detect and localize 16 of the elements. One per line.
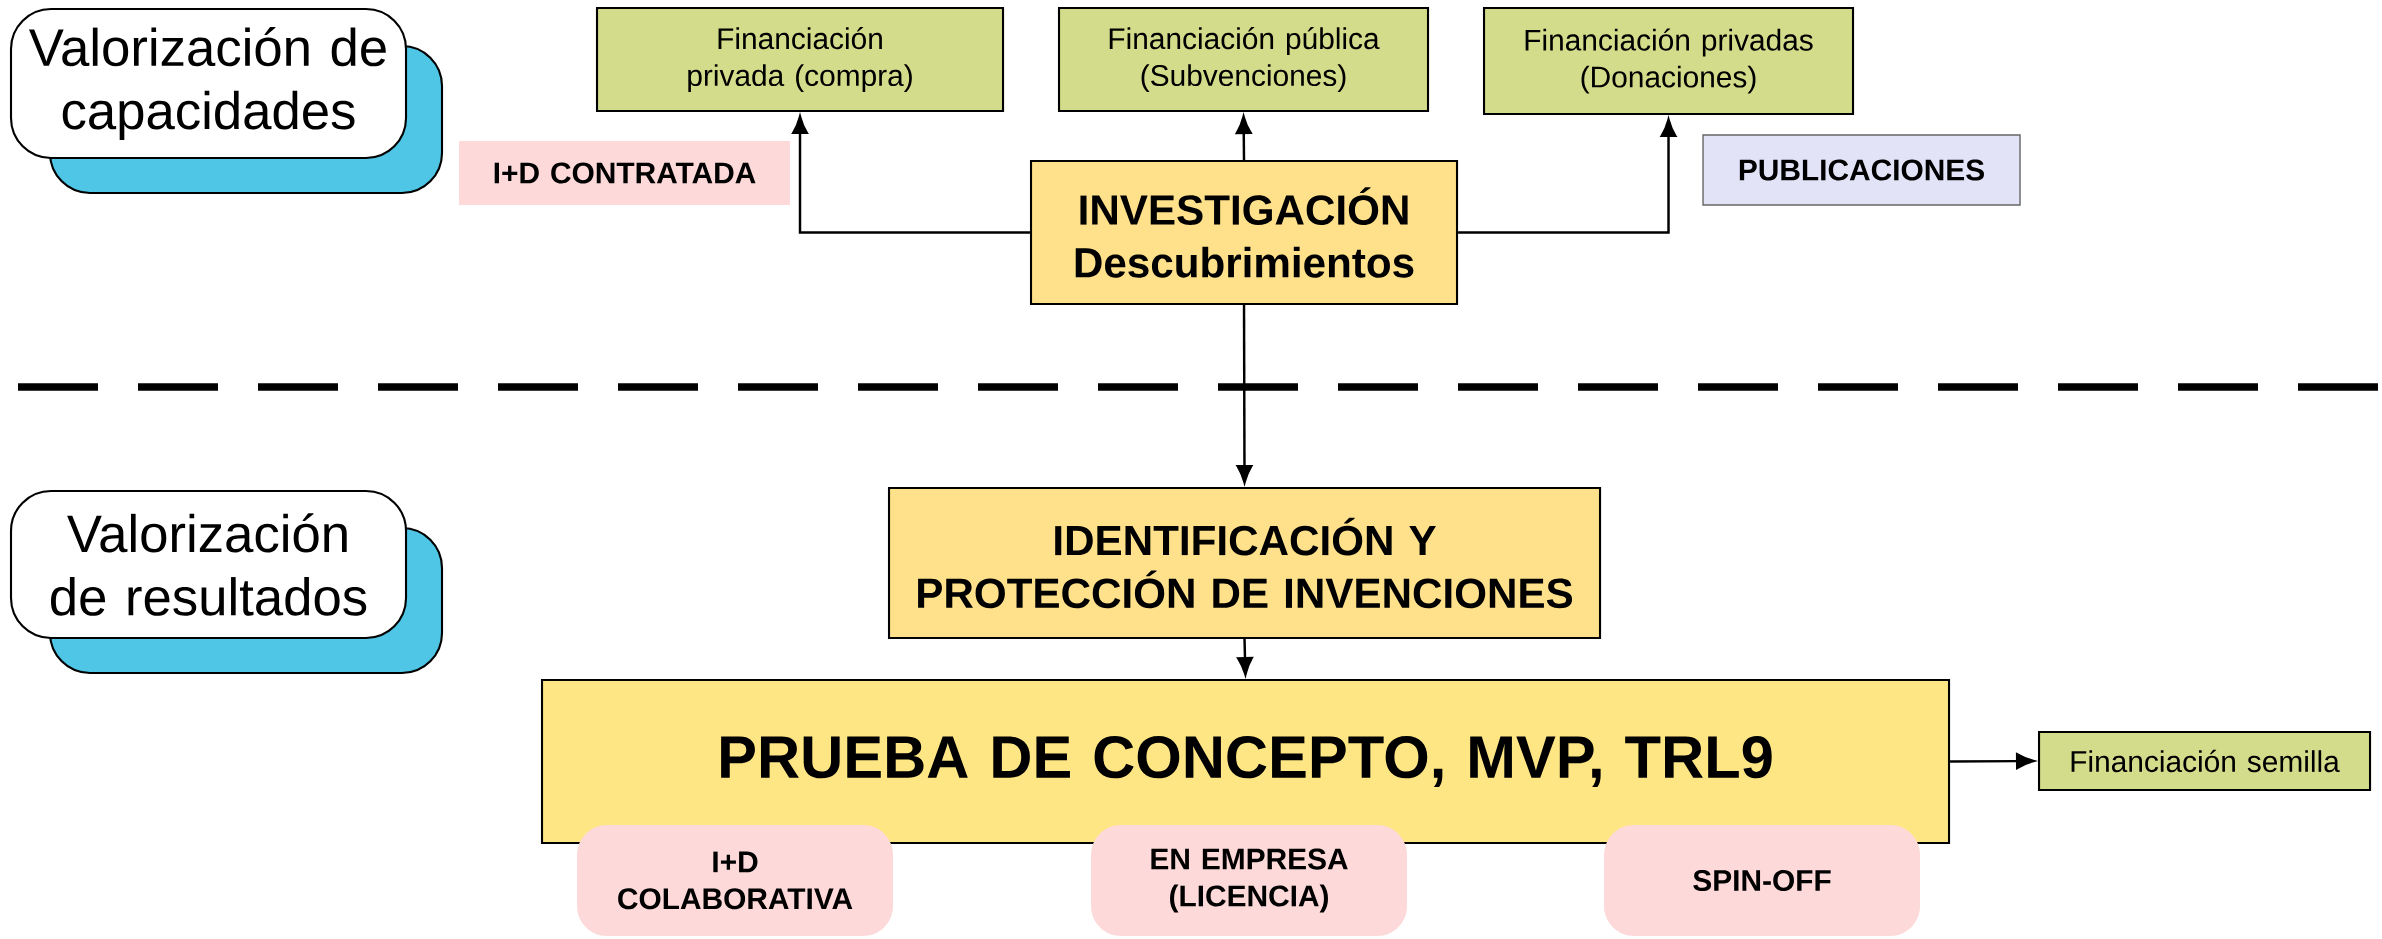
funding-box: Financiación privada (compra): [595, 6, 1005, 113]
stacked-card: Valorización de resultados: [9, 489, 444, 675]
stacked-card: Valorización de capacidades: [9, 7, 444, 195]
funding-box: Financiación semilla: [2037, 730, 2372, 792]
funding-box: Financiación pública (Subvenciones): [1057, 6, 1430, 113]
outcome-box: SPIN-OFF: [1604, 825, 1920, 936]
process-box: IDENTIFICACIÓN Y PROTECCIÓN DE INVENCIONES: [887, 486, 1602, 640]
outcome-box: EN EMPRESA (LICENCIA): [1091, 825, 1407, 936]
arrow: [1950, 753, 2035, 770]
arrow: [792, 115, 1030, 234]
label-box: I+D CONTRATADA: [459, 141, 790, 205]
outcome-box: I+D COLABORATIVA: [577, 825, 893, 936]
funding-box: Financiación privadas (Donaciones): [1482, 6, 1855, 116]
process-box: PRUEBA DE CONCEPTO, MVP, TRL9: [540, 678, 1951, 845]
label-box: PUBLICACIONES: [1702, 134, 2021, 206]
process-box: INVESTIGACIÓN Descubrimientos: [1029, 159, 1459, 306]
